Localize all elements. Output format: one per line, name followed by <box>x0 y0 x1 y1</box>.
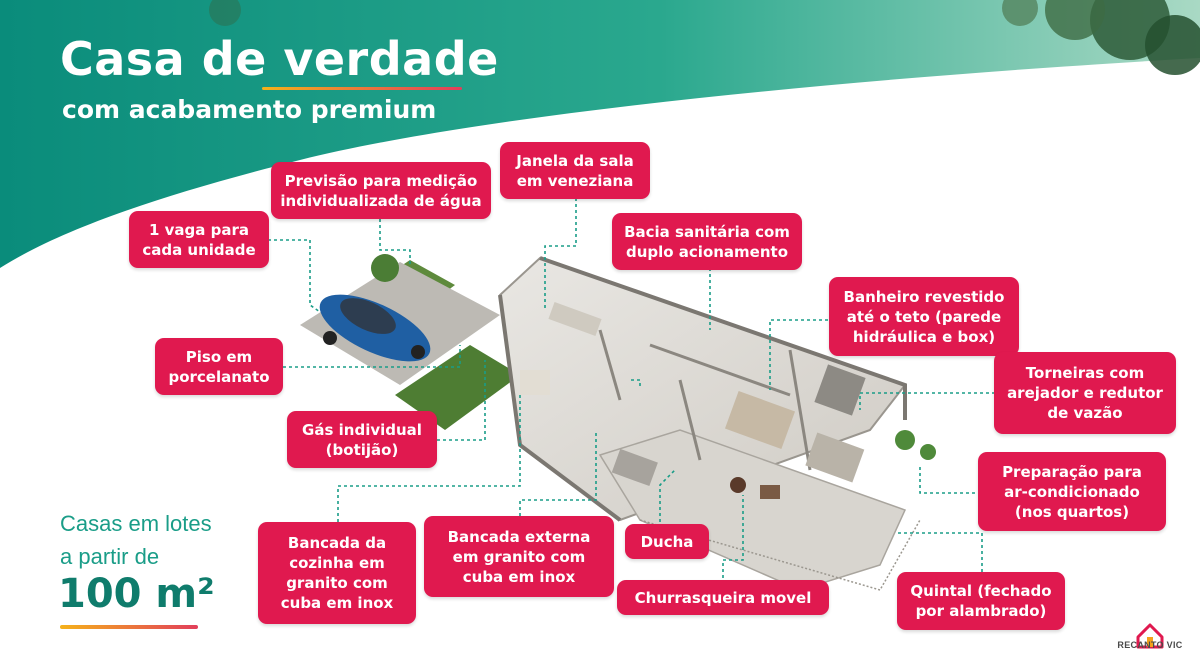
header-background <box>0 0 1200 268</box>
feature-tag-backyard: Quintal (fechado por alambrado) <box>897 572 1065 630</box>
feature-tag-faucets: Torneiras com arejador e redutor de vazã… <box>994 352 1176 434</box>
title-underline <box>262 87 462 90</box>
connector-lines <box>268 198 995 578</box>
feature-tag-shower: Ducha <box>625 524 709 559</box>
feature-tag-kitchen-counter: Bancada da cozinha em granito com cuba e… <box>258 522 416 624</box>
feature-tag-external-counter: Bancada externa em granito com cuba em i… <box>424 516 614 597</box>
feature-tag-living-window: Janela da sala em veneziana <box>500 142 650 199</box>
feature-tag-porcelain-floor: Piso em porcelanato <box>155 338 283 395</box>
feature-tag-ac-prep: Preparação para ar-condicionado (nos qua… <box>978 452 1166 531</box>
page-title: Casa de verdade <box>60 32 499 86</box>
feature-tag-gas: Gás individual (botijão) <box>287 411 437 468</box>
lots-text-line-2: a partir de <box>60 544 160 569</box>
feature-tag-toilet: Bacia sanitária com duplo acionamento <box>612 213 802 270</box>
foliage-decoration <box>209 0 1200 75</box>
feature-tag-water-meter: Previsão para medição individualizada de… <box>271 162 491 219</box>
brand-name: RECANTO VIC <box>1117 640 1183 650</box>
house-logo-icon <box>1136 623 1164 649</box>
lots-underline <box>60 625 198 629</box>
lots-area: 100 m² <box>58 571 215 617</box>
feature-tag-bathroom-tiles: Banheiro revestido até o teto (parede hi… <box>829 277 1019 356</box>
feature-tag-barbecue: Churrasqueira movel <box>617 580 829 615</box>
lots-text-line-1: Casas em lotes <box>60 511 212 536</box>
page-subtitle: com acabamento premium <box>62 95 437 124</box>
feature-tag-parking: 1 vaga para cada unidade <box>129 211 269 268</box>
